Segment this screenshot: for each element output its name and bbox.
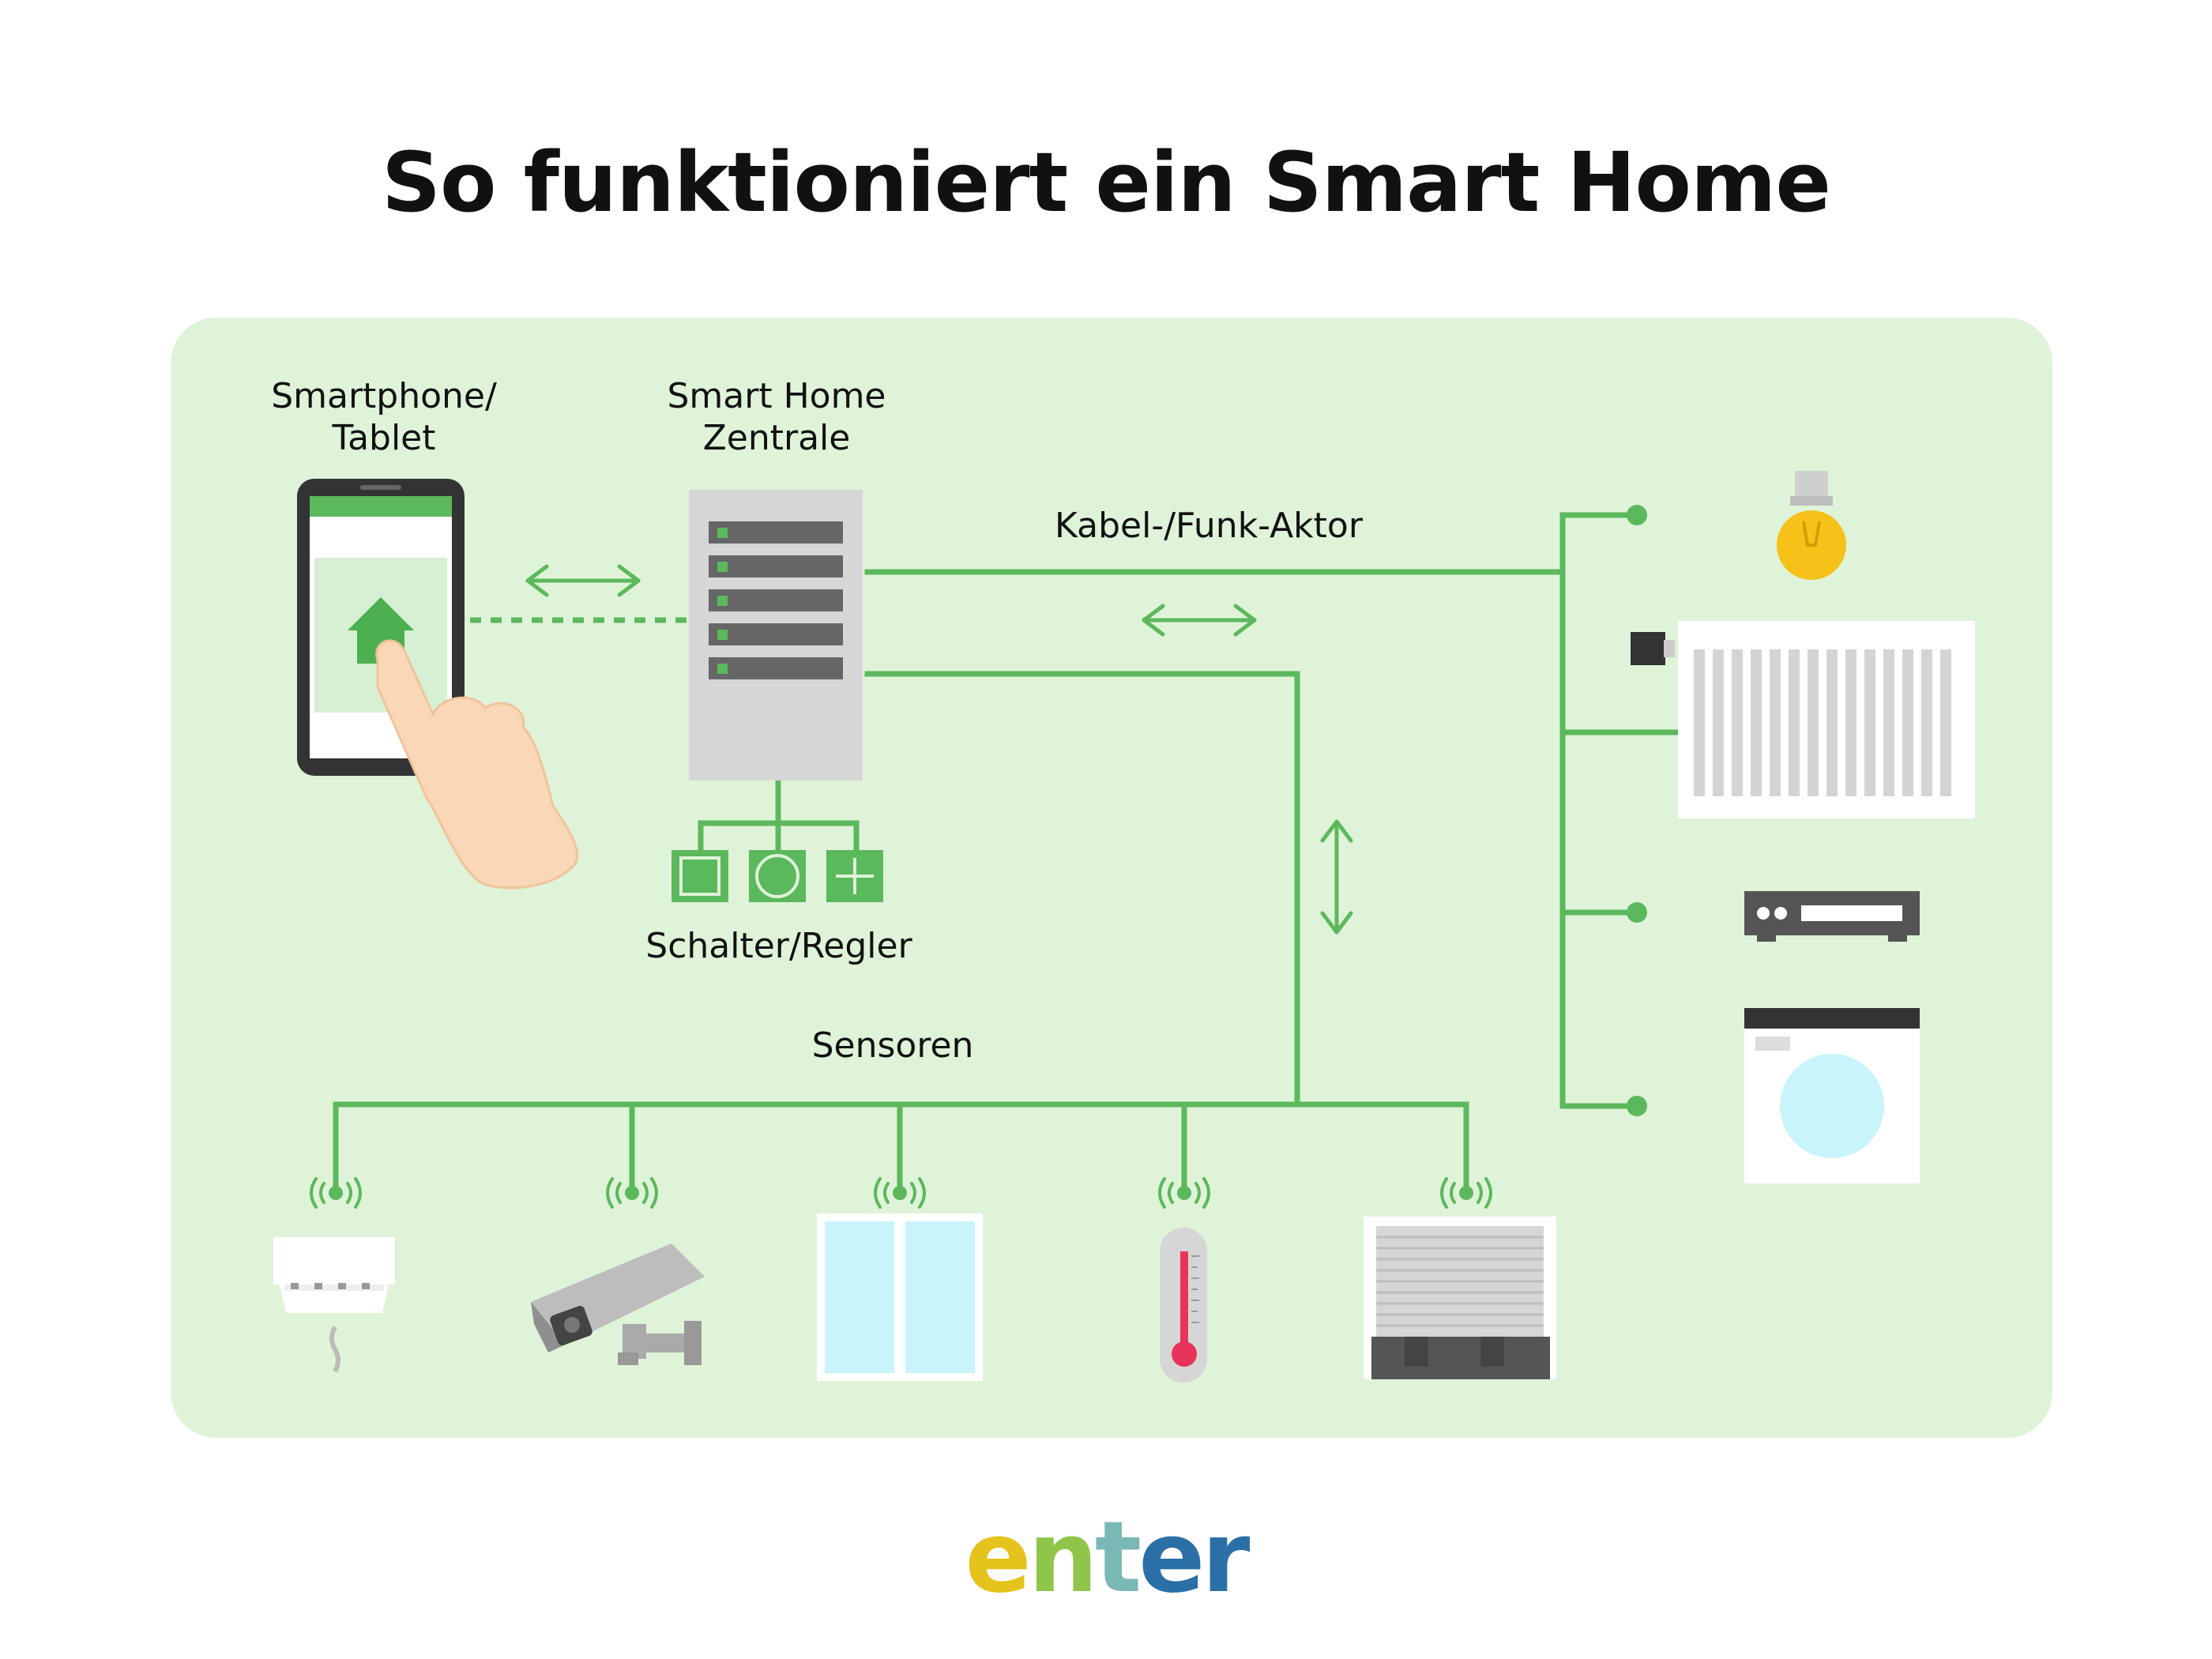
- signal-icon-3: [874, 1177, 926, 1209]
- bulb-icon: [1777, 471, 1846, 580]
- sensor-line: [864, 671, 1300, 1108]
- signal-icon-4: [1158, 1177, 1210, 1209]
- window-icon: [817, 1213, 983, 1381]
- receiver-icon: [1744, 891, 1920, 942]
- connection-lines: [333, 512, 1684, 1192]
- switch-circle-icon: [749, 850, 806, 902]
- washing-machine-icon: [1744, 1008, 1920, 1183]
- switch-label: Schalter/Regler: [645, 926, 912, 966]
- shutter-icon: [1364, 1217, 1556, 1379]
- double-arrow-horizontal-icon-2: [1142, 604, 1257, 637]
- switch-plus-icon: [826, 850, 883, 902]
- thermometer-icon: [1160, 1228, 1207, 1382]
- hub-label: Smart Home Zentrale: [667, 376, 886, 458]
- bus-endpoint-dots: [1627, 505, 1647, 1116]
- smartphone-label: Smartphone/ Tablet: [271, 376, 497, 458]
- switch-square-icon: [672, 850, 728, 902]
- double-arrow-vertical-icon: [1320, 819, 1353, 935]
- signal-icon-5: [1440, 1177, 1492, 1209]
- signal-icon-2: [606, 1177, 658, 1209]
- logo-letter-n: n: [1028, 1501, 1098, 1615]
- logo-letter-t: t: [1094, 1501, 1142, 1615]
- signal-icon-1: [310, 1177, 362, 1209]
- signal-icons: [310, 1177, 1492, 1209]
- enter-logo: enter: [0, 1501, 2212, 1615]
- double-arrow-icons: [525, 564, 1353, 935]
- page-title: So funktioniert ein Smart Home: [382, 134, 1831, 231]
- actor-label: Kabel-/Funk-Aktor: [1055, 506, 1363, 546]
- radiator-icon: [1631, 621, 1975, 818]
- logo-letter-e: e: [965, 1501, 1032, 1615]
- server-icon: [689, 490, 863, 781]
- camera-icon: [531, 1243, 705, 1365]
- double-arrow-horizontal-icon-1: [525, 564, 641, 597]
- hand-icon: [375, 639, 579, 890]
- smoke-detector-icon: [273, 1237, 395, 1373]
- logo-letters-er: er: [1138, 1501, 1250, 1615]
- sensor-label: Sensoren: [811, 1025, 974, 1066]
